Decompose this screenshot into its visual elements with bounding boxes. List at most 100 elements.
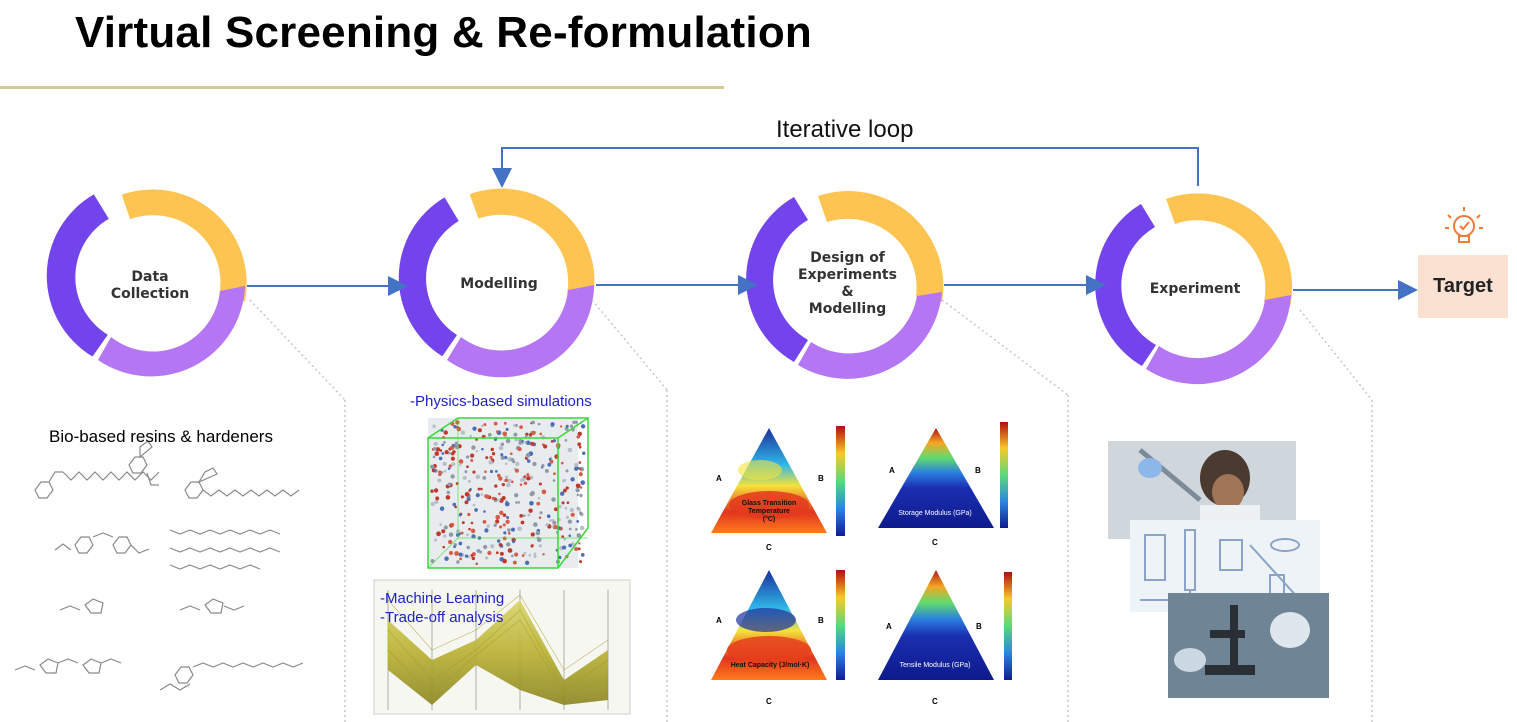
- molecule-dot: [576, 519, 580, 523]
- molecule-dot: [447, 467, 451, 470]
- molecule-dot: [447, 482, 452, 487]
- molecule-dot: [438, 472, 442, 477]
- molecule-dot: [464, 500, 469, 505]
- molecule-dot: [530, 532, 535, 537]
- stage-ring-design-of-experiments: [746, 191, 944, 379]
- molecule-dot: [558, 555, 562, 560]
- callout-lines: [249, 299, 1373, 722]
- molecule-dot: [434, 500, 439, 505]
- molecule-dot: [488, 460, 493, 465]
- molecule-dot: [579, 525, 585, 531]
- molecule-dot: [511, 527, 515, 532]
- molecule-dot: [489, 455, 493, 460]
- molecule-dot: [502, 513, 507, 517]
- molecule-dot: [562, 545, 567, 550]
- ternary-plot-4: [878, 570, 1012, 680]
- molecule-dot: [432, 447, 437, 451]
- molecule-dot: [519, 425, 523, 429]
- molecule-dot: [552, 520, 557, 525]
- molecule-dot: [495, 551, 499, 555]
- molecule-dot: [448, 464, 452, 468]
- ml-label: -Machine Learning: [380, 590, 505, 607]
- molecule-dot: [472, 470, 476, 474]
- molecule-dot: [549, 459, 554, 464]
- molecule-dot: [505, 438, 511, 444]
- molecule-dot: [495, 514, 501, 520]
- molecule-dot: [515, 461, 520, 467]
- molecule-dot: [567, 447, 573, 453]
- molecule-dot: [443, 525, 448, 530]
- molecule-dot: [475, 474, 481, 480]
- molecule-dot: [527, 513, 531, 517]
- molecule-dot: [537, 422, 541, 426]
- molecule-dot: [533, 552, 537, 556]
- molecule-dot: [433, 468, 437, 472]
- molecule-dot: [505, 427, 509, 431]
- ternary-label-3: Heat Capacity (J/mol·K): [730, 662, 810, 669]
- molecule-dot: [550, 422, 555, 427]
- molecule-dot: [517, 526, 522, 532]
- molecule-dot: [553, 507, 558, 512]
- molecule-dot: [453, 425, 457, 429]
- molecule-dot: [503, 421, 507, 425]
- molecule-dot: [552, 479, 556, 482]
- molecule-dot: [444, 556, 449, 561]
- molecule-dot: [502, 523, 506, 527]
- ternary-vertex-c-2: C: [932, 538, 938, 547]
- molecule-dot: [577, 507, 581, 512]
- molecule-dot: [483, 510, 486, 513]
- tradeoff-label: -Trade-off analysis: [380, 609, 504, 626]
- molecule-dot: [500, 442, 505, 447]
- molecule-dot: [577, 547, 581, 551]
- molecule-dot: [484, 470, 487, 474]
- molecule-dot: [575, 528, 578, 531]
- molecule-dot: [462, 475, 467, 480]
- molecule-dot: [523, 475, 527, 478]
- molecule-dot: [542, 553, 545, 556]
- molecule-dot: [514, 493, 519, 498]
- molecule-dot: [532, 461, 537, 467]
- molecule-dot: [520, 520, 525, 525]
- molecule-dot: [475, 449, 479, 453]
- molecule-dot: [501, 482, 505, 487]
- molecule-dot: [498, 445, 504, 451]
- molecule-dot: [565, 469, 569, 473]
- molecule-dot: [528, 508, 533, 513]
- ternary-label-4: Tensile Modulus (GPa): [899, 662, 971, 669]
- molecule-dot: [528, 433, 533, 437]
- molecule-dot: [530, 544, 534, 548]
- molecule-dot: [474, 508, 478, 512]
- molecule-dot: [433, 441, 438, 446]
- molecule-dot: [507, 528, 511, 532]
- molecule-dot: [443, 469, 447, 473]
- molecule-dot: [485, 494, 490, 499]
- molecule-dot: [451, 443, 455, 447]
- ternary-vertex-b-4: B: [976, 622, 982, 631]
- molecule-dot: [471, 445, 476, 450]
- molecule-dot: [514, 552, 519, 557]
- molecule-dot: [538, 516, 542, 519]
- molecule-dot: [531, 430, 536, 435]
- ternary-vertex-b-2: B: [975, 466, 981, 475]
- molecule-dot: [451, 462, 456, 467]
- molecule-dot: [505, 519, 510, 524]
- molecule-dot: [470, 553, 474, 557]
- molecule-dot: [576, 533, 582, 538]
- title-underline: [0, 86, 724, 89]
- molecule-dot: [475, 562, 478, 566]
- molecule-dot: [438, 456, 443, 461]
- molecule-dot: [513, 424, 516, 427]
- molecule-dot: [496, 430, 499, 433]
- molecule-dot: [580, 553, 585, 557]
- molecule-dot: [495, 519, 500, 524]
- molecule-dot: [568, 534, 572, 537]
- molecule-dot: [579, 486, 583, 489]
- molecule-dot: [472, 426, 477, 431]
- stage-label-modelling: Modelling: [460, 276, 538, 292]
- molecule-dot: [494, 484, 498, 488]
- molecule-dot: [504, 455, 508, 460]
- molecule-dot: [499, 525, 503, 529]
- ternary-vertex-c-4: C: [932, 697, 938, 706]
- molecule-dot: [446, 490, 450, 495]
